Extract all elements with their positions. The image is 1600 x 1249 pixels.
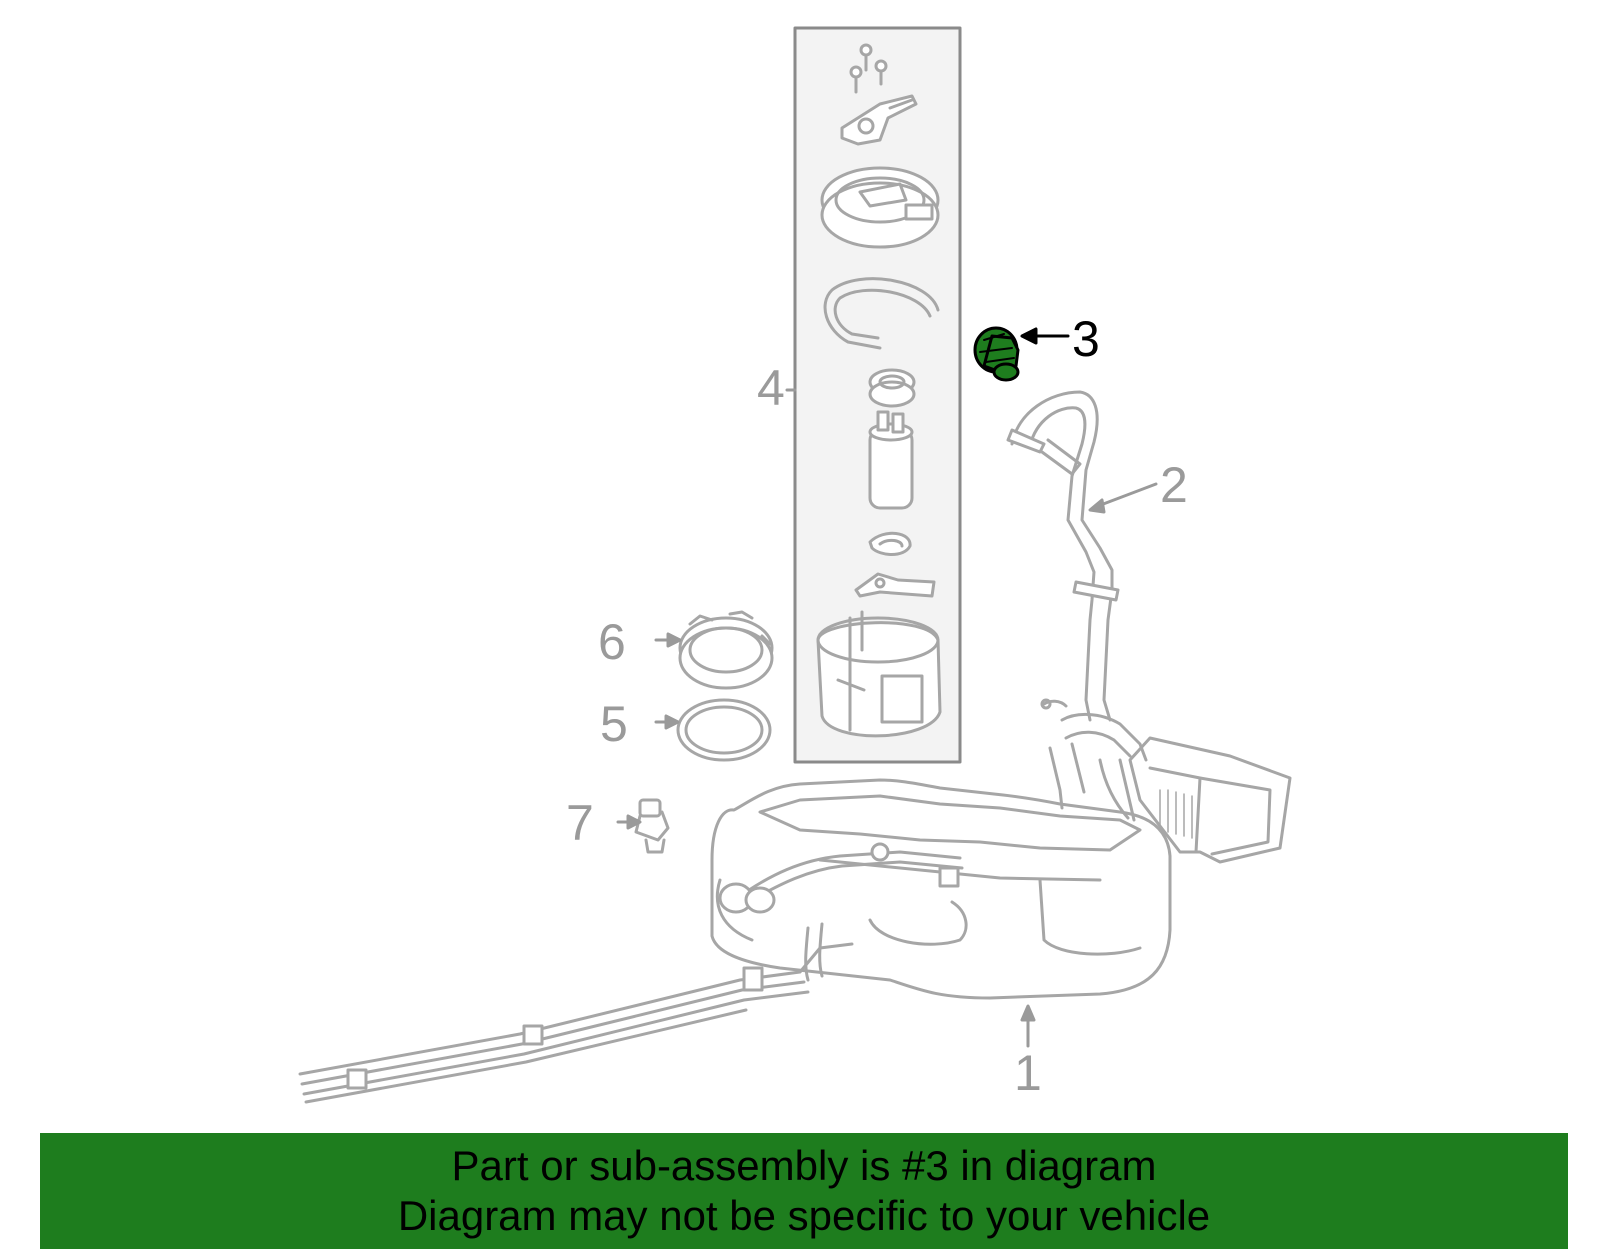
fuel-cap-icon [973,326,1020,382]
pump-clip-icon [868,531,912,556]
filler-neck-icon [1006,390,1120,722]
module-flange-icon [820,166,940,249]
screws-icon [849,43,888,94]
fuel-reservoir-icon [816,610,942,738]
fuel-pump-icon [868,410,914,510]
callout-5: 5 [600,696,628,752]
banner-line-disclaimer: Diagram may not be specific to your vehi… [397,1192,1211,1239]
seal-ring-icon [676,698,772,762]
callout-4: 4 [757,360,785,416]
lock-ring-icon [678,610,774,690]
info-banner: Part or sub-assembly is #3 in diagram Di… [40,1133,1568,1249]
callout-3-arrow [1020,327,1070,345]
fuel-level-sender-icon [854,572,936,598]
retaining-ring-icon [823,277,940,350]
callout-5-arrow [654,714,680,730]
callout-6-arrow [654,632,682,648]
callout-1: 1 [1014,1045,1042,1101]
callout-7-arrow [616,814,642,830]
pressure-regulator-icon [840,94,918,146]
callout-7: 7 [566,795,594,851]
fastener-clip-icon [634,798,670,854]
fuel-tank-icon [298,698,1292,1104]
callout-6: 6 [598,614,626,670]
callout-3: 3 [1072,311,1100,367]
banner-line-part: Part or sub-assembly is #3 in diagram [451,1142,1157,1189]
pump-seal-icon [868,368,916,408]
fuel-pump-module-box [793,26,962,764]
callout-1-arrow [1020,1004,1036,1048]
callout-2: 2 [1160,457,1188,513]
